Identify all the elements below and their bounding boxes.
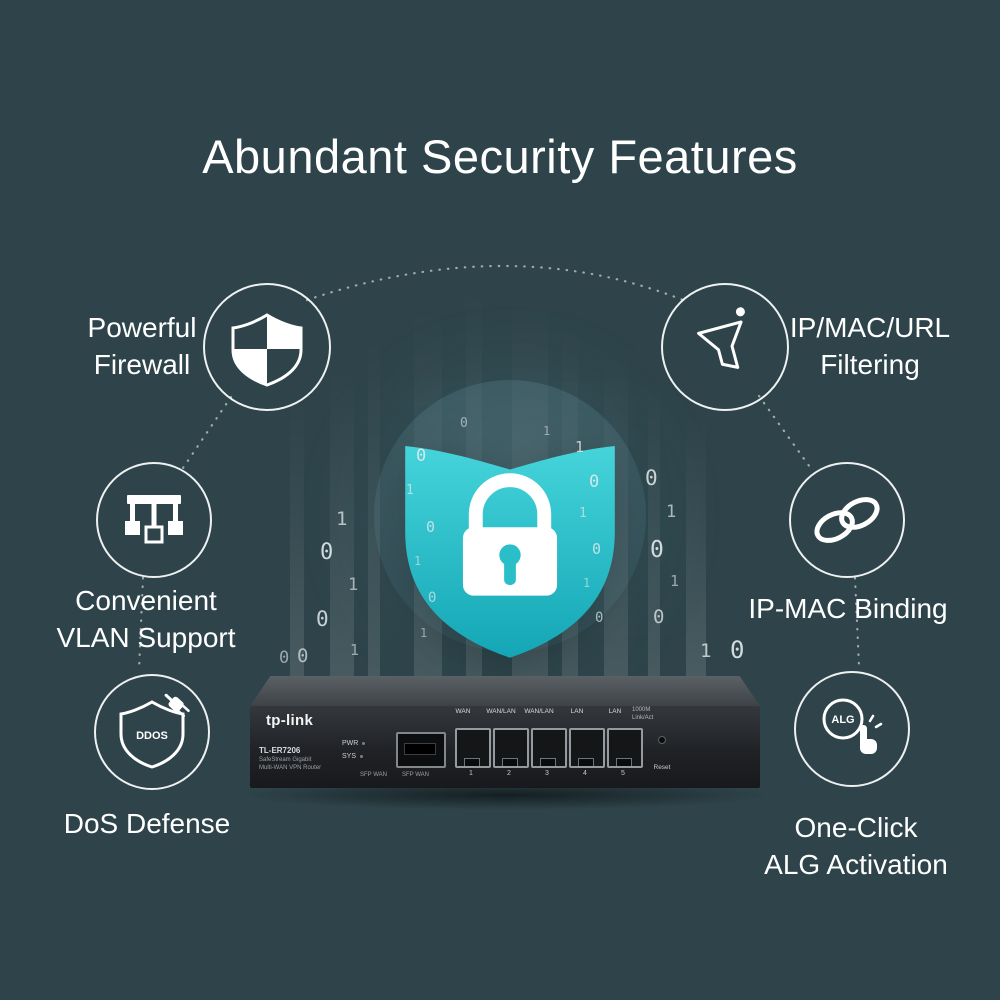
router-subtitle: SafeStream Gigabit (259, 757, 312, 763)
led-pwr: PWR (342, 740, 366, 747)
sfp-port (396, 732, 446, 768)
port-tab (540, 758, 556, 766)
feature-filtering-label: IP/MAC/URL Filtering (789, 312, 951, 380)
dotted-connector-left-upper (181, 395, 233, 470)
router-device: tp-link TL-ER7206 SafeStream Gigabit Mul… (250, 670, 760, 795)
alg-click-hand-icon: ALG (822, 698, 883, 754)
ethernet-port (607, 728, 643, 768)
ddos-shield-plug-icon: DDOS (119, 693, 190, 769)
ethernet-port (493, 728, 529, 768)
dotted-connector-right-lower (853, 576, 861, 668)
led-sys: SYS (342, 753, 364, 760)
dotted-connector-right-upper (757, 394, 814, 472)
feature-vlan (96, 462, 212, 578)
feature-alg: ALG (794, 671, 910, 787)
reset-label: Reset (653, 764, 671, 771)
sfp-slot (404, 743, 436, 755)
chain-link-icon (814, 497, 880, 543)
sys-led-dot (360, 755, 364, 758)
sfp-led-label: SFP WAN (360, 772, 388, 778)
feature-firewall (203, 283, 331, 411)
checkered-shield-icon (231, 313, 303, 387)
dotted-connector-left-lower (137, 576, 145, 672)
port-number: 1 (469, 770, 473, 777)
port-number: 4 (583, 770, 587, 777)
dotted-connector-top-arc (305, 264, 685, 302)
reset-button (658, 736, 666, 744)
sfp-port-label: SFP WAN (402, 772, 430, 778)
feature-dos: DDOS (94, 674, 210, 790)
ethernet-port (455, 728, 491, 768)
port-label: LAN (608, 708, 622, 715)
port-tab (464, 758, 480, 766)
feature-alg-label: One-Click ALG Activation (764, 812, 948, 880)
port-number: 2 (507, 770, 511, 777)
ethernet-port (569, 728, 605, 768)
port-label: LAN (570, 708, 584, 715)
feature-dos-label: DoS Defense (63, 808, 231, 839)
port-number: 3 (545, 770, 549, 777)
feature-ipmac-label: IP-MAC Binding (748, 593, 948, 624)
feature-filtering (661, 283, 789, 411)
router-subtitle: Multi-WAN VPN Router (259, 765, 322, 771)
feature-vlan-label: Convenient VLAN Support (56, 585, 236, 653)
funnel-filter-icon (697, 307, 745, 369)
pwr-led-dot (362, 742, 366, 745)
port-label: WAN/LAN (524, 708, 554, 715)
svg-text:ALG: ALG (831, 714, 854, 726)
page-title: Abundant Security Features (202, 130, 798, 184)
tp-link-logo: tp-link (266, 712, 314, 729)
port-number: 5 (621, 770, 625, 777)
vlan-ports-icon (125, 495, 183, 544)
port-tab (616, 758, 632, 766)
router-top-face (250, 676, 760, 706)
feature-firewall-label: Powerful Firewall (87, 312, 197, 380)
port-tab (578, 758, 594, 766)
ethernet-port (531, 728, 567, 768)
svg-text:DDOS: DDOS (136, 730, 168, 742)
feature-ipmac (789, 462, 905, 578)
port-label: WAN (455, 708, 471, 715)
port-tab (502, 758, 518, 766)
port-label: WAN/LAN (486, 708, 516, 715)
port-led-legend: 1000M Link/Act (632, 707, 654, 722)
shield-lock-icon (405, 445, 615, 658)
router-model-label: TL-ER7206 (259, 746, 301, 755)
